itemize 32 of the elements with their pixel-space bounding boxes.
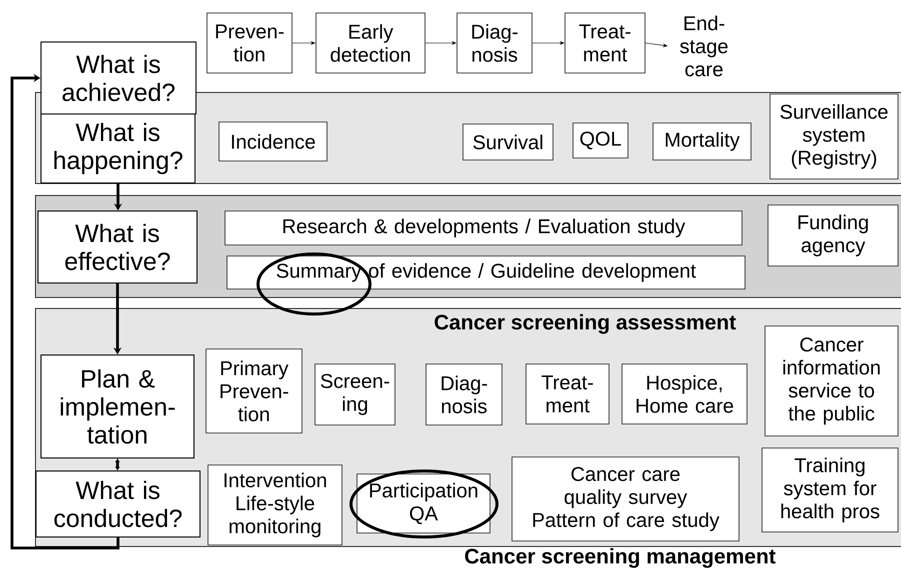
stage-box: Preven- tion (206, 12, 292, 74)
item-box: Primary Preven- tion (206, 348, 302, 434)
item-box: Treat- ment (526, 364, 610, 424)
item-box: Screen- ing (314, 364, 396, 426)
item-box: Surveillance system (Registry) (770, 94, 898, 180)
item-box: Cancer information service to the public (764, 326, 898, 436)
item-box: Research & developments / Evaluation study (224, 210, 742, 246)
arrow (10, 74, 120, 550)
band-heading: Cancer screening assessment (434, 314, 736, 334)
item-box: QOL (572, 122, 628, 158)
question-box: What is effective? (38, 210, 198, 284)
item-box: Survival (462, 124, 554, 160)
stage-box: Treat- ment (564, 12, 646, 74)
item-box: Intervention Life-style monitoring (208, 464, 342, 546)
band-heading: Cancer screening management (465, 548, 776, 568)
arrow (114, 458, 120, 470)
item-box: Hospice, Home care (622, 364, 748, 424)
item-box: Mortality (652, 122, 752, 160)
question-box: What is achieved? (40, 42, 196, 114)
stage-box: Early detection (316, 12, 426, 74)
item-box: Summary of evidence / Guideline development (226, 256, 746, 290)
question-box: What is happening? (40, 114, 196, 184)
question-box: What is conducted? (36, 470, 200, 538)
item-box: Training system for health pros (762, 448, 898, 532)
stage-box: Diag- nosis (456, 12, 532, 74)
item-box: Cancer care quality survey Pattern of care study (512, 456, 740, 542)
item-box: Diag- nosis (426, 364, 502, 426)
item-box: Incidence (218, 122, 328, 162)
item-box: Funding agency (768, 204, 898, 266)
item-box: Participation QA (356, 474, 490, 534)
stage-label: End- stage care (680, 16, 728, 76)
question-box: Plan & implemen- tation (40, 354, 194, 458)
